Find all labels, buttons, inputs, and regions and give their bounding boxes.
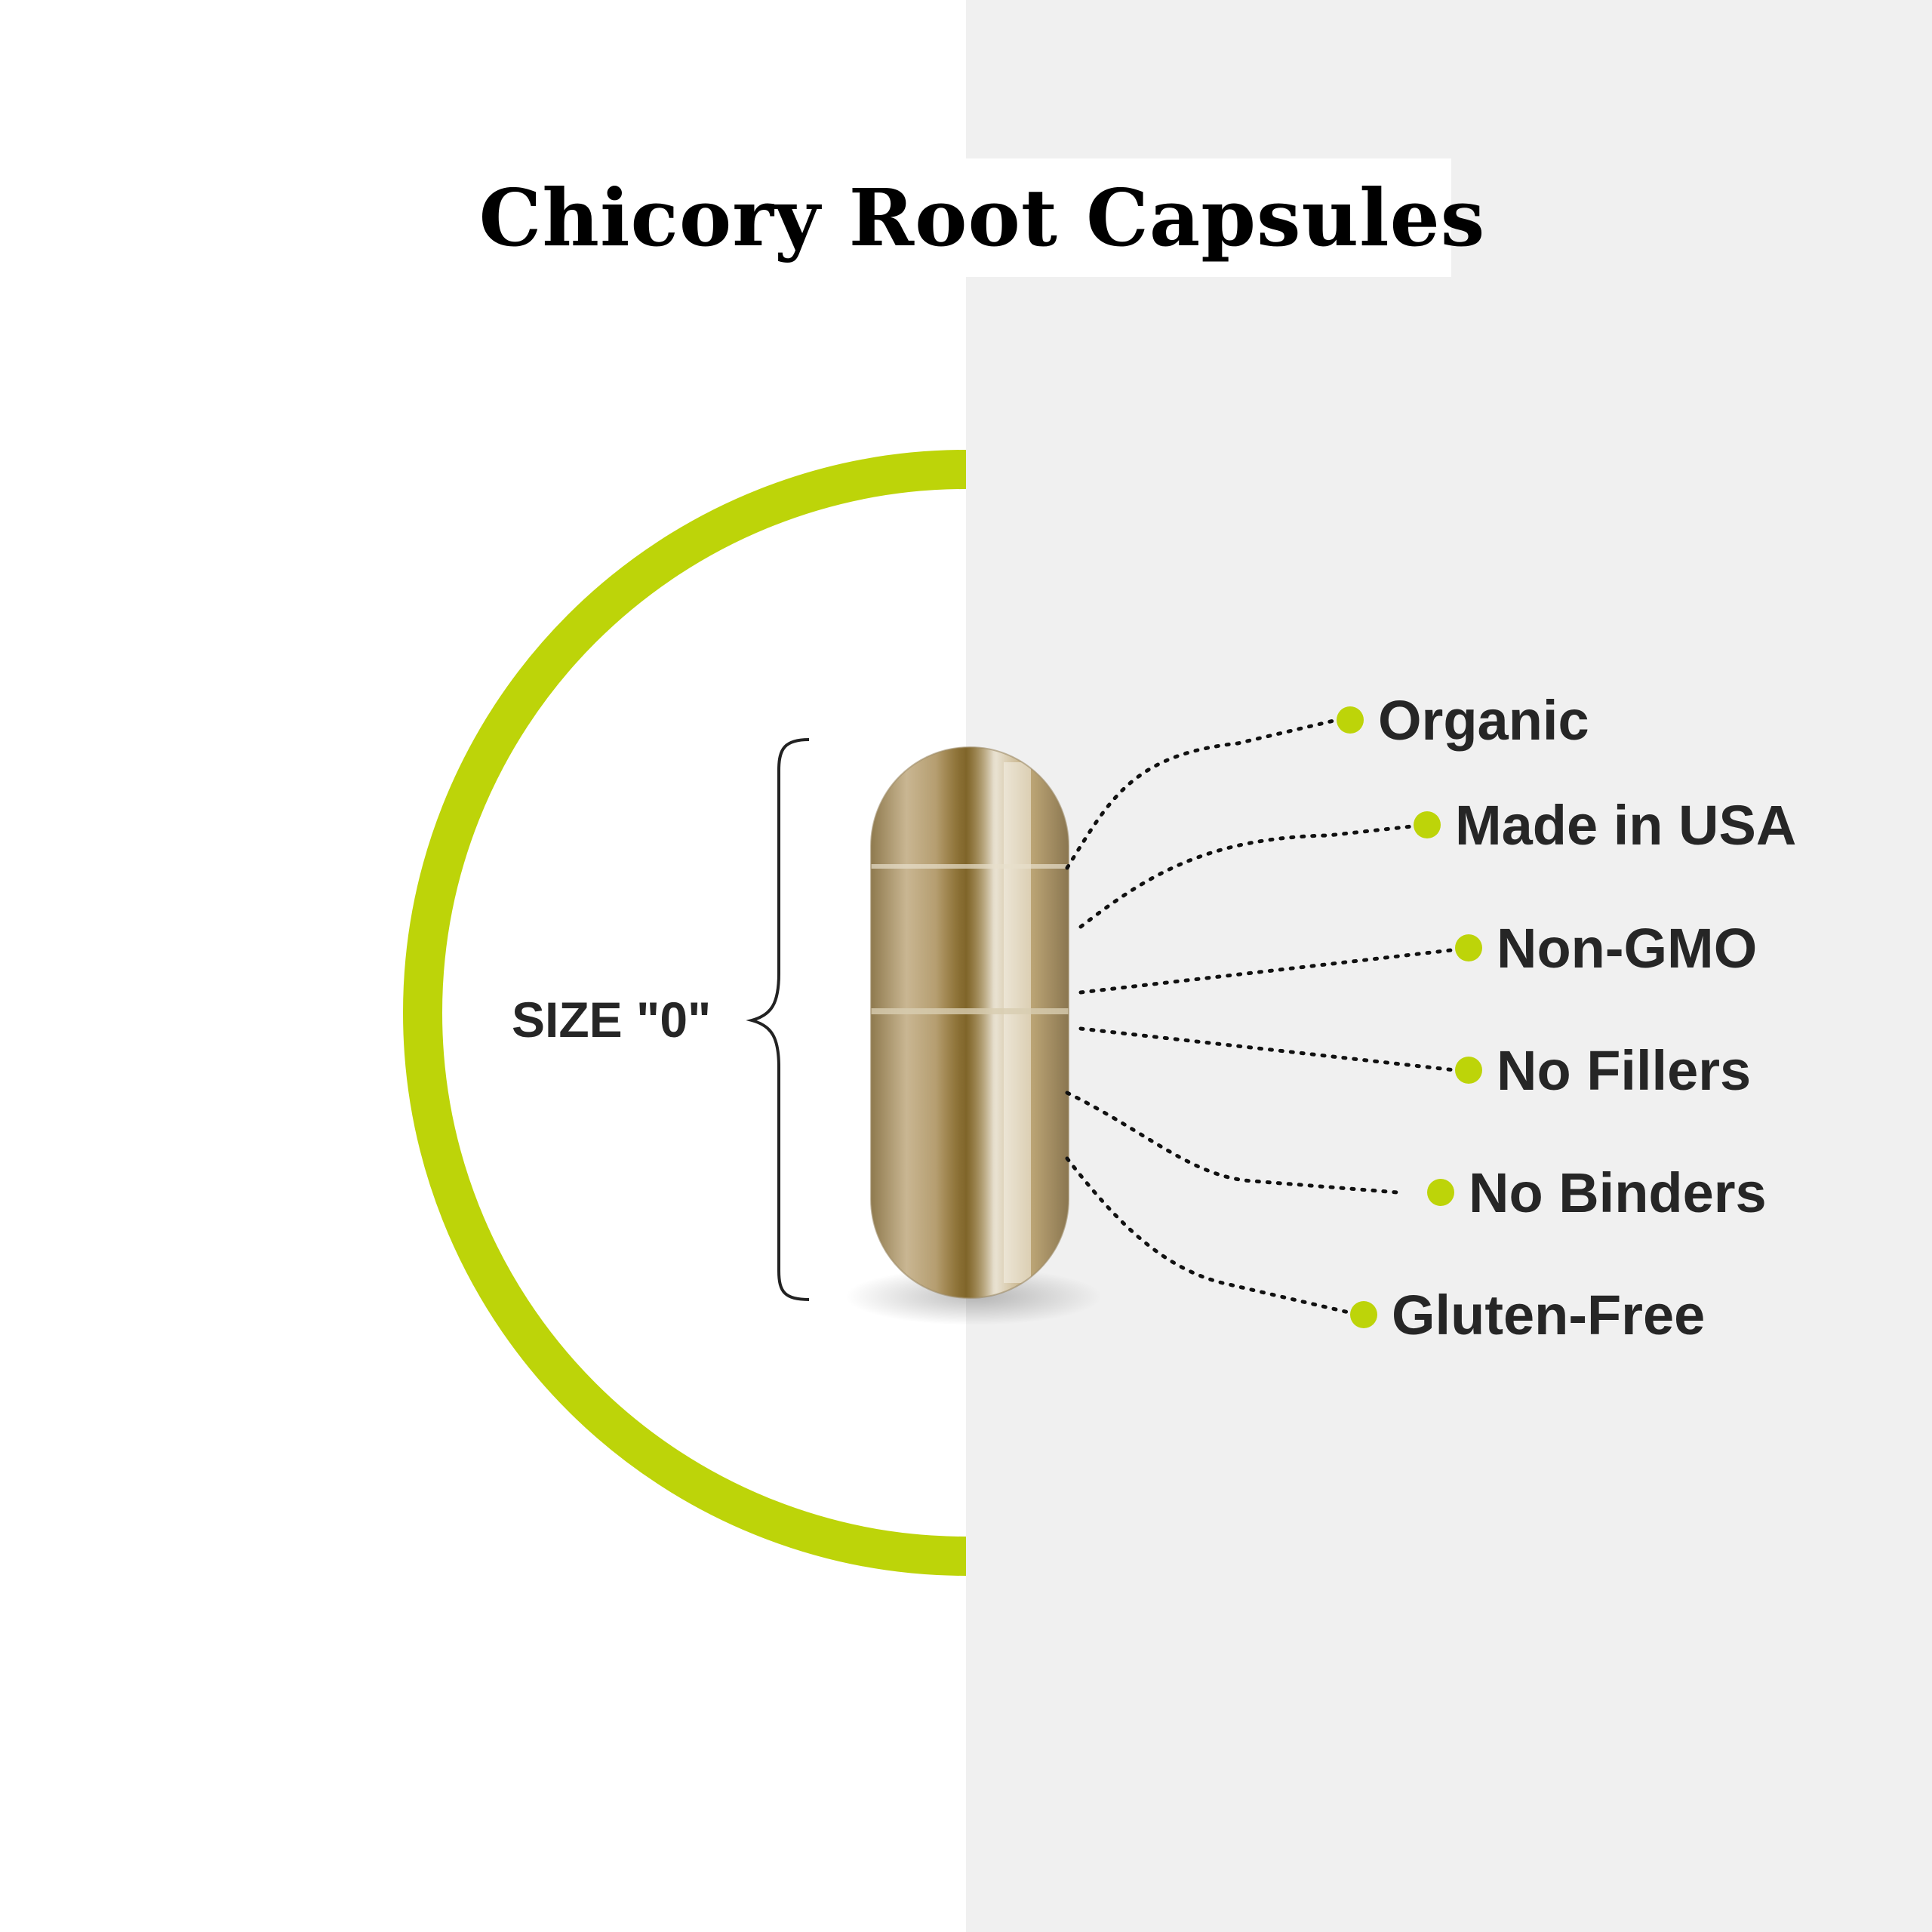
bullet-dot-icon bbox=[1350, 1301, 1377, 1328]
connector-no-fillers bbox=[1078, 1026, 1457, 1072]
bullet-dot-icon bbox=[1337, 706, 1364, 734]
page-title: Chicory Root Capsules bbox=[478, 171, 1486, 264]
accent-arc bbox=[403, 450, 967, 1576]
connector-lines bbox=[1065, 716, 1460, 1317]
feature-no-fillers: No Fillers bbox=[1497, 1039, 1752, 1102]
bullet-dot-icon bbox=[1455, 1057, 1482, 1084]
bullet-dot-icon bbox=[1455, 934, 1482, 961]
curly-brace-icon bbox=[746, 738, 810, 1301]
bullet-dot-icon bbox=[1414, 811, 1441, 838]
left-background bbox=[0, 0, 966, 1932]
connector-no-binders bbox=[1065, 1091, 1400, 1195]
feature-no-binders: No Binders bbox=[1469, 1161, 1767, 1224]
title-banner: Chicory Root Capsules bbox=[479, 158, 1484, 277]
capsule-image bbox=[845, 746, 1102, 1325]
right-background bbox=[966, 0, 1932, 1932]
size-label: SIZE "0" bbox=[512, 992, 712, 1048]
feature-non-gmo: Non-GMO bbox=[1497, 917, 1758, 980]
feature-made-in-usa: Made in USA bbox=[1455, 794, 1797, 857]
bullet-dot-icon bbox=[1427, 1179, 1454, 1206]
feature-gluten-free: Gluten-Free bbox=[1392, 1284, 1706, 1346]
connector-made-in-usa bbox=[1078, 823, 1421, 929]
connector-non-gmo bbox=[1078, 947, 1460, 995]
connector-gluten-free bbox=[1065, 1156, 1361, 1317]
feature-organic: Organic bbox=[1378, 689, 1589, 752]
connector-organic bbox=[1065, 716, 1346, 870]
